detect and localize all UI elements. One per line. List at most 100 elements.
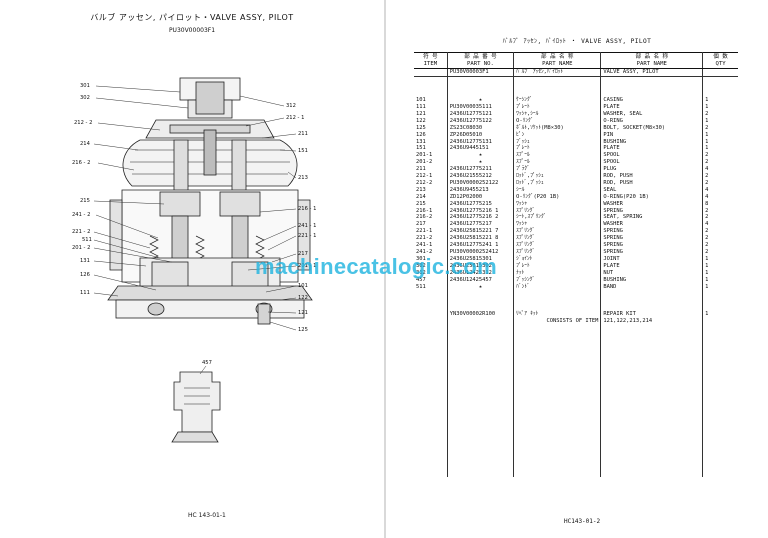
row-qty: 4: [705, 193, 709, 200]
row-qty: 2: [705, 152, 709, 159]
row-qty: 4: [705, 221, 709, 228]
row-name-jp: O-ﾘﾝｸﾞ: [513, 117, 602, 125]
row-part-no: PU30V00035111: [447, 103, 515, 111]
watermark-text: machinecatalogic.com: [255, 254, 497, 279]
row-qty: 2: [705, 207, 709, 214]
spacer-row: [414, 338, 738, 346]
row-qty: 1: [705, 131, 709, 138]
row-name-en: BUSHING: [600, 276, 704, 284]
row-name-en: WASHER, SEAL: [600, 110, 704, 118]
callout-125: 125: [298, 327, 308, 333]
callout-201-2: 201 - 2: [72, 245, 90, 251]
row-part-no: 2436U25815221 8: [447, 235, 515, 243]
row-item: 217: [414, 221, 448, 229]
row-item: 221-1: [414, 228, 448, 236]
row-name-en: BAND: [600, 283, 704, 291]
bushing-detail: [173, 371, 221, 433]
right-page: ﾊﾞﾙﾌﾞ ｱｯｾﾝ, ﾊﾟｲﾛｯﾄ ・ VALVE ASSY, PILOT 符…: [255, 0, 768, 538]
row-name-en: SEAL: [600, 186, 704, 194]
row-part-no: 2436U12775122: [447, 117, 515, 125]
row-qty: 2: [705, 173, 709, 180]
kit-qty: 1: [705, 311, 709, 318]
row-name-en: SEAT, SPRING: [600, 214, 704, 222]
row-item: 241-2: [414, 249, 448, 256]
row-name-jp: ﾜｯｼｬ: [513, 221, 602, 229]
row-name-jp: ﾜｯｼｬ,ｼｰﾙ: [513, 110, 602, 118]
row-qty: 1: [705, 145, 709, 152]
row-name-en: SPOOL: [600, 152, 704, 160]
row-name-en: SPRING: [600, 228, 704, 236]
assembly-row: PU30V00003F1 ﾊﾞﾙﾌﾞ ｱｯｾﾝ,ﾊﾟｲﾛｯﾄ VALVE ASS…: [414, 68, 738, 77]
row-name-en: BOLT, SOCKET(M8×30): [600, 124, 704, 132]
callout-221-2: 221 - 2: [72, 229, 90, 235]
row-item: 216-2: [414, 214, 448, 222]
row-item: 241-1: [414, 242, 448, 250]
row-part-no: 2436U25815221 7: [447, 228, 515, 236]
spacer-row: [414, 442, 738, 449]
callout-201-1: 201 - 1: [298, 263, 316, 269]
callout-217: 217: [298, 251, 308, 257]
callout-212-1: 212 - 1: [286, 115, 304, 121]
row-name-jp: ｽﾌﾟﾘﾝｸﾞ: [513, 242, 602, 250]
row-item: 302: [414, 262, 448, 270]
row-qty: 1: [705, 283, 709, 290]
row-name-jp: ｽﾌﾟﾘﾝｸﾞ: [513, 228, 602, 236]
row-name-en: PLATE: [600, 103, 704, 111]
kit-name-en: REPAIR KIT: [600, 311, 704, 319]
callout-213: 213: [298, 175, 308, 181]
spacer-row: [414, 414, 738, 422]
row-name-en: SPRING: [600, 242, 704, 250]
row-name-en: WASHER: [600, 221, 704, 229]
callout-511: 511: [82, 237, 92, 243]
row-part-no: ZS23C08030: [447, 124, 515, 132]
callout-216-2: 216 - 2: [72, 160, 90, 166]
row-qty: 2: [705, 214, 709, 221]
row-qty: 2: [705, 249, 709, 256]
star-icon: ★: [447, 152, 515, 160]
row-part-no: ZP26D05010: [447, 131, 515, 139]
row-item: 131: [414, 138, 448, 146]
row-name-jp: ﾎﾞﾙﾄ,ｿｹｯﾄ(M8×30): [513, 124, 602, 132]
row-name-en: PLUG: [600, 166, 704, 174]
diagram-part-number: PU30V00003F1: [168, 27, 216, 34]
row-qty: 4: [705, 186, 709, 193]
spacer-row: [414, 407, 738, 415]
row-name-jp: ﾌﾟﾚｰﾄ: [513, 103, 602, 111]
row-name-en: O-RING(P20 1B): [600, 193, 704, 201]
row-name-jp: ｽﾌﾟｰﾙ: [513, 159, 602, 167]
row-qty: 1: [705, 262, 709, 269]
row-qty: 2: [705, 124, 709, 131]
row-name-jp: ﾌﾟﾗｸﾞ: [513, 166, 602, 174]
row-name-jp: ｼﾞｮｲﾝﾄ: [513, 255, 602, 263]
callout-121: 121: [298, 310, 308, 316]
row-item: 221-2: [414, 235, 448, 243]
row-name-en: PIN: [600, 131, 704, 139]
callout-301: 301: [80, 83, 90, 89]
row-part-no: 2436U12775121: [447, 110, 515, 118]
spacer-row: [414, 373, 738, 381]
row-name-en: SPRING: [600, 207, 704, 215]
row-part-no: PU30V0000252412: [447, 249, 515, 256]
row-name-jp: ｹｰｼﾝｸﾞ: [513, 97, 602, 104]
row-qty: 1: [705, 103, 709, 110]
callout-122: 122: [298, 295, 308, 301]
row-part-no: 2436U12425312: [447, 269, 515, 277]
spacer-row: [414, 345, 738, 353]
row-name-jp: ﾌﾞｯｼﾝｸﾞ: [513, 276, 602, 284]
row-part-no: 2436U12775216 1: [447, 207, 515, 215]
